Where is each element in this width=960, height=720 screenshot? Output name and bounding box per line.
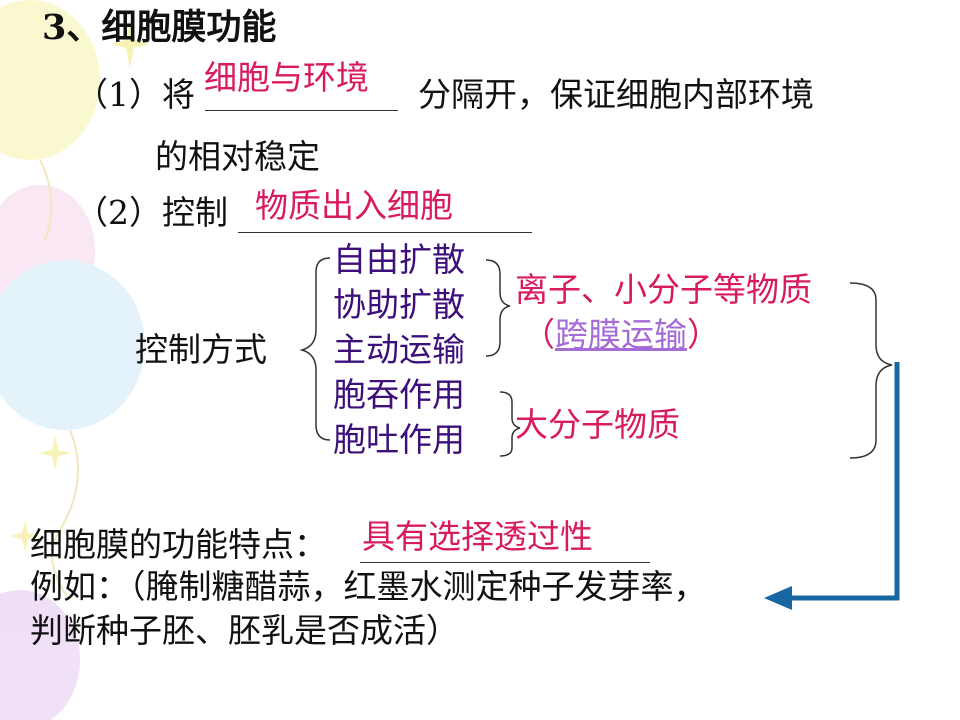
balloon-string-icon — [51, 429, 79, 601]
sparkle-icon — [38, 435, 72, 471]
item-2-answer: 物质出入细胞 — [255, 189, 453, 222]
connector-arrow-line — [790, 362, 900, 601]
small-molecules-label-text: 离子、小分子等物质 — [515, 270, 812, 309]
method-label: 胞吞作用 — [333, 375, 465, 414]
control-modes-label-text: 控制方式 — [135, 330, 267, 369]
characteristic-answer-text: 具有选择透过性 — [362, 517, 593, 556]
method-label: 胞吐作用 — [333, 420, 465, 459]
item-2-prefix: （2）控制 — [75, 196, 228, 229]
transmembrane-close-paren: ） — [687, 315, 720, 354]
macromolecule-brace — [499, 391, 521, 457]
sparkle-icon — [110, 20, 150, 68]
balloon-string-icon — [39, 159, 53, 241]
small-molecules-label: 离子、小分子等物质 — [515, 273, 812, 306]
item-2-prefix-text: （2）控制 — [75, 193, 228, 232]
method-facilitated-diffusion: 协助扩散 — [333, 288, 465, 321]
characteristic-blank-line — [360, 562, 650, 563]
left-brace — [299, 257, 331, 441]
right-brace — [849, 282, 893, 459]
item-1-suffix-line-2-text: 的相对稳定 — [155, 137, 320, 176]
example-line-1-text: 例如：（腌制糖醋蒜，红墨水测定种子发芽率， — [30, 567, 707, 606]
transmembrane-open-paren: （ — [522, 315, 555, 354]
method-active-transport: 主动运输 — [333, 333, 465, 366]
example-line-2-text: 判断种子胚、胚乳是否成活） — [30, 611, 459, 650]
sparkle-icon — [10, 520, 40, 552]
yellow-balloon-icon — [0, 0, 100, 160]
transmembrane-transport-link[interactable]: 跨膜运输 — [555, 315, 687, 354]
example-line-1: 例如：（腌制糖醋蒜，红墨水测定种子发芽率， — [30, 570, 707, 603]
small-molecule-brace — [485, 259, 511, 357]
item-1-answer: 细胞与环境 — [204, 61, 369, 94]
purple-balloon-icon — [0, 590, 80, 720]
item-1-suffix-line-2: 的相对稳定 — [155, 140, 320, 173]
connector-arrow-head-icon — [764, 586, 792, 610]
item-1-prefix: （1）将 — [75, 78, 195, 111]
method-free-diffusion: 自由扩散 — [333, 243, 465, 276]
method-endocytosis: 胞吞作用 — [333, 378, 465, 411]
method-label: 自由扩散 — [333, 240, 465, 279]
blue-balloon-icon — [0, 260, 145, 430]
method-exocytosis: 胞吐作用 — [333, 423, 465, 456]
item-1-suffix-text: 分隔开，保证细胞内部环境 — [418, 75, 814, 114]
characteristic-answer: 具有选择透过性 — [362, 520, 593, 553]
example-line-2: 判断种子胚、胚乳是否成活） — [30, 614, 459, 647]
section-title-text: 3、细胞膜功能 — [42, 7, 277, 48]
section-title: 3、细胞膜功能 — [42, 10, 276, 45]
method-label: 主动运输 — [333, 330, 465, 369]
method-label: 协助扩散 — [333, 285, 465, 324]
transmembrane-note: （跨膜运输） — [522, 318, 720, 351]
characteristic-label-text: 细胞膜的功能特点： — [30, 525, 327, 564]
control-modes-label: 控制方式 — [135, 333, 267, 366]
item-1-suffix: 分隔开，保证细胞内部环境 — [418, 78, 814, 111]
item-1-answer-text: 细胞与环境 — [204, 58, 369, 97]
item-1-prefix-text: （1）将 — [75, 75, 195, 114]
characteristic-label: 细胞膜的功能特点： — [30, 528, 327, 561]
macromolecule-label-text: 大分子物质 — [515, 405, 680, 444]
item-1-blank-line — [205, 110, 398, 111]
macromolecule-label: 大分子物质 — [515, 408, 680, 441]
item-2-blank-line — [238, 232, 532, 233]
item-2-answer-text: 物质出入细胞 — [255, 186, 453, 225]
